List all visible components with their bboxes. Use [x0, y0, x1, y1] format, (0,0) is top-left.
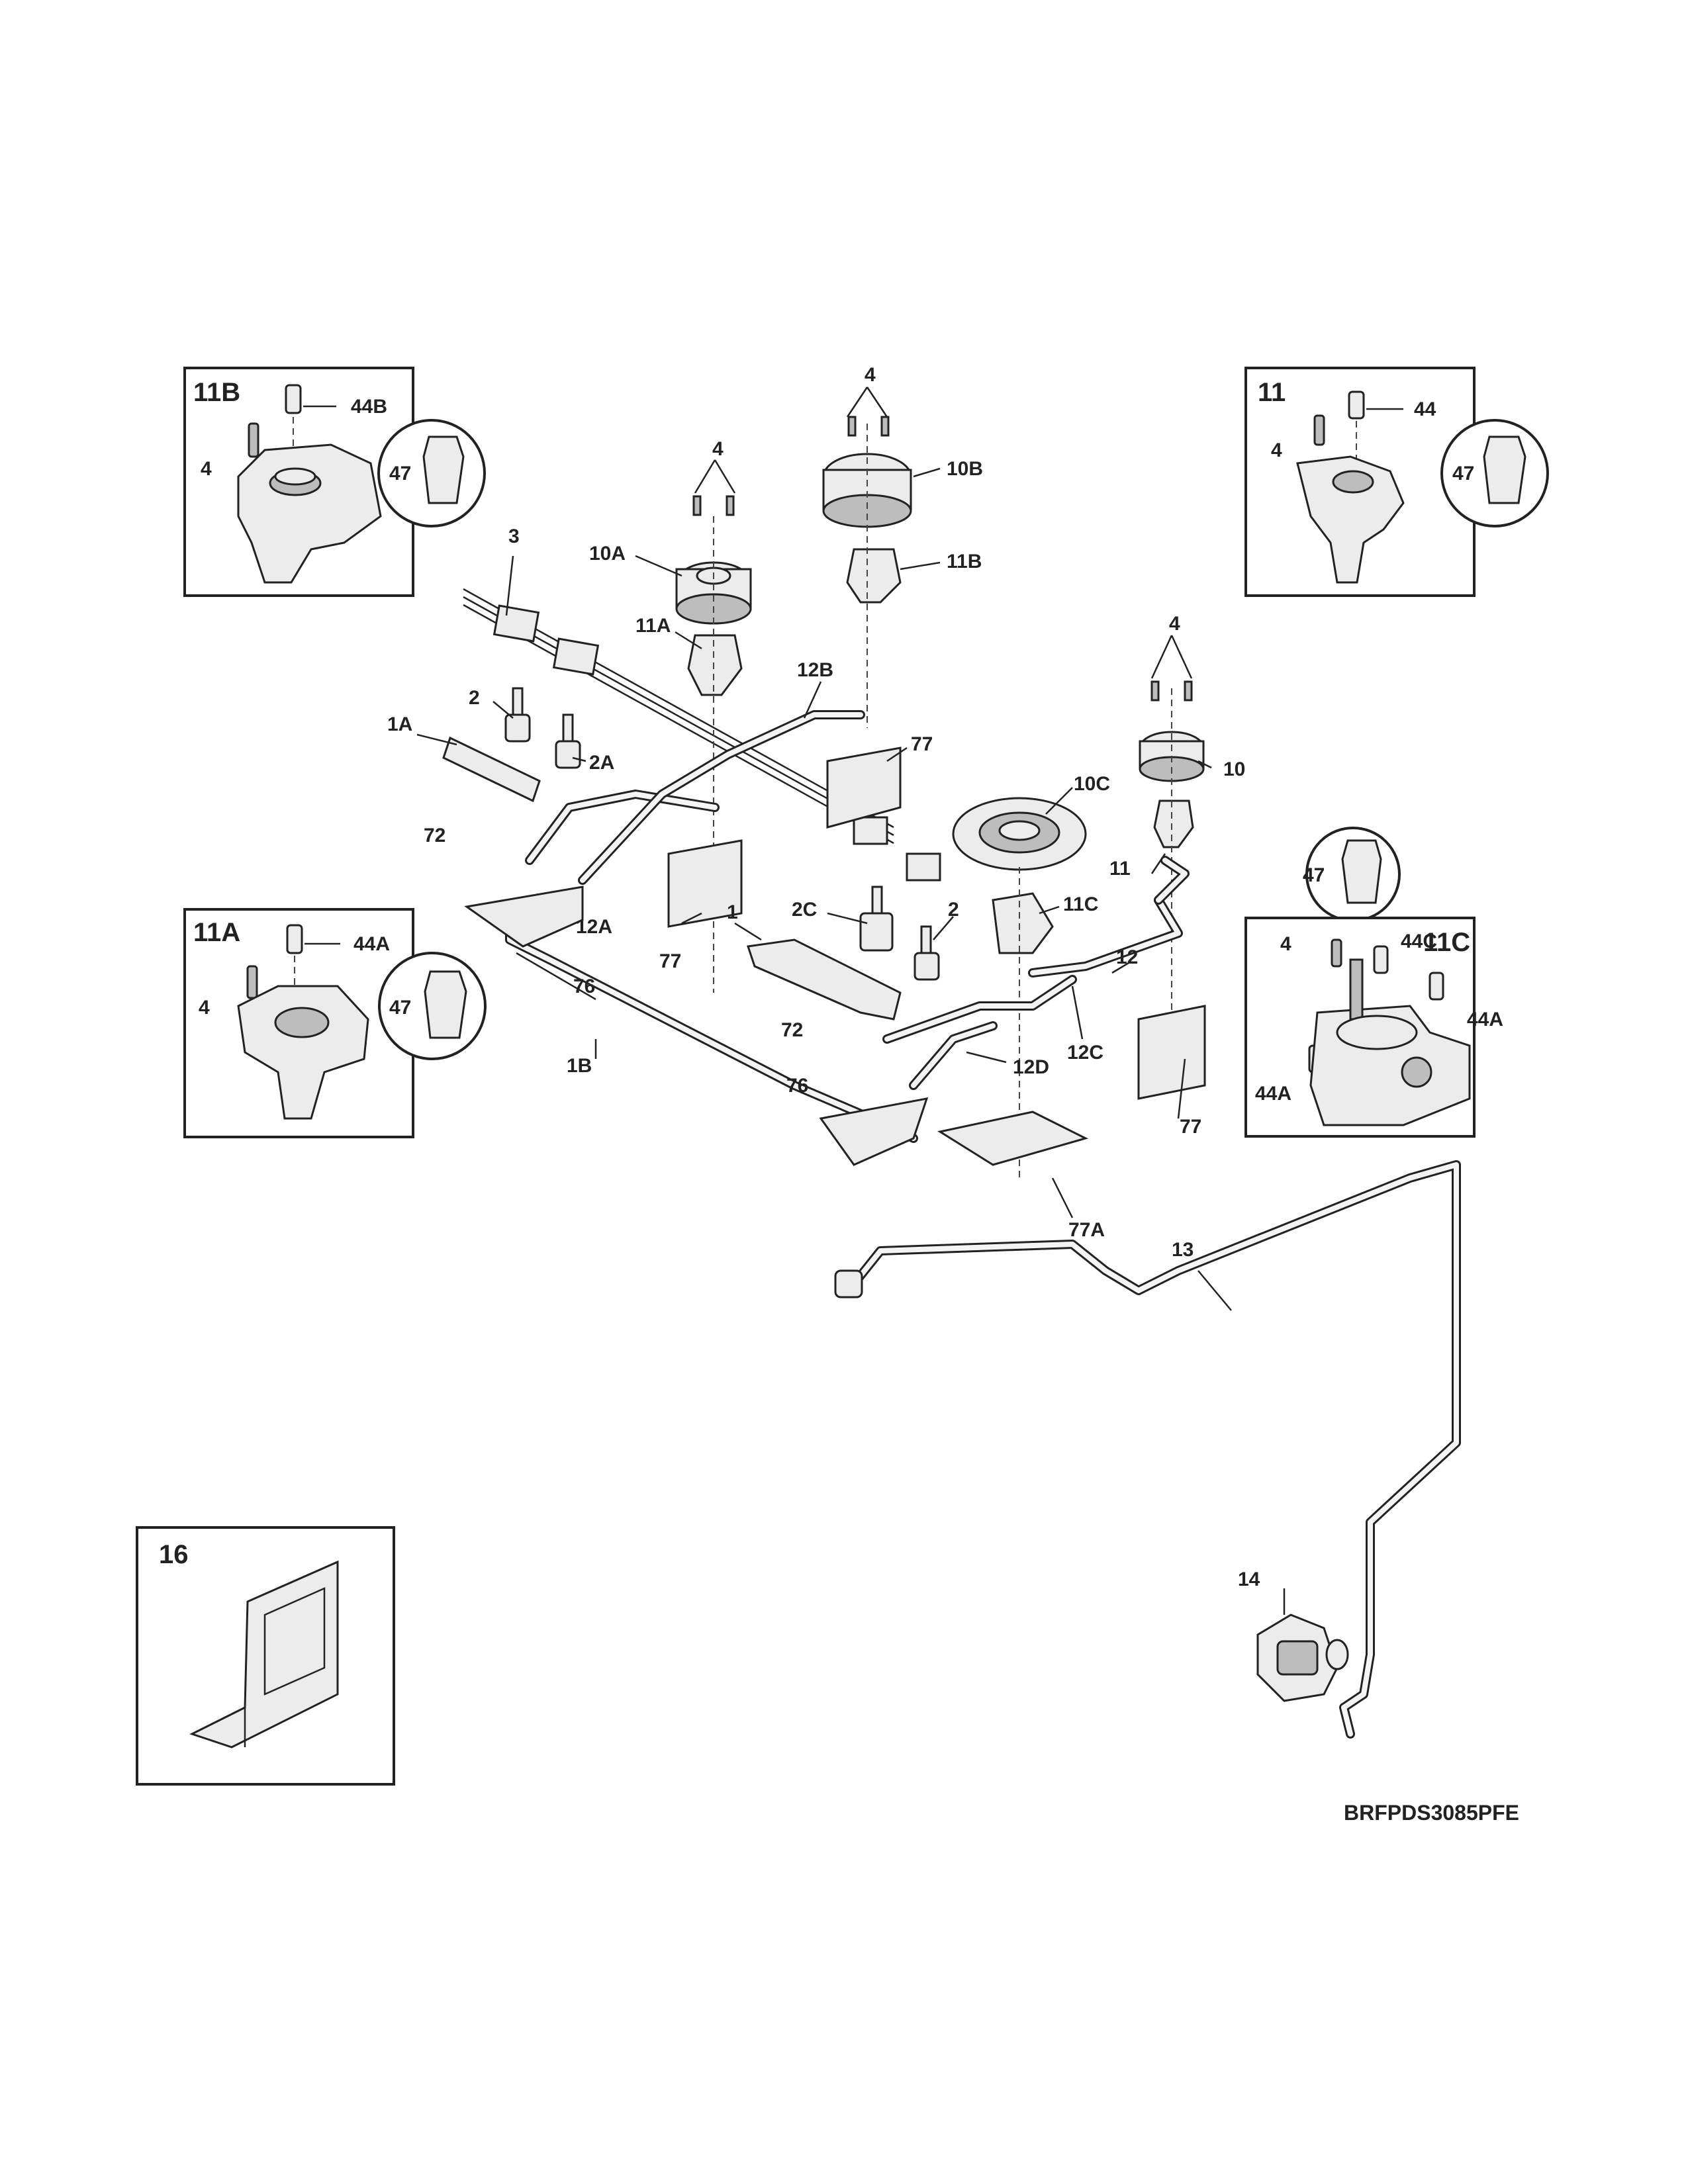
inset-11-circle-label: 47	[1452, 463, 1474, 484]
inset-11: 11 44 4 47	[1244, 367, 1549, 597]
inset-11A-screw-label: 4	[199, 997, 210, 1019]
callout-12D: 12D	[1013, 1056, 1049, 1078]
callout-12A: 12A	[576, 916, 612, 938]
burner-10A	[675, 516, 752, 993]
callout-10A: 10A	[589, 543, 626, 565]
inset-11C-cap-c-label: 44C	[1401, 931, 1437, 952]
burner-10C	[952, 797, 1087, 1178]
inset-11A-cap-label: 44A	[353, 933, 390, 955]
inset-11-screw	[1313, 414, 1325, 446]
inset-11A: 11A 44A 4 47	[183, 908, 487, 1138]
callout-77A: 77A	[1068, 1219, 1105, 1241]
inset-11C-cap-c	[1373, 945, 1389, 974]
bracket-77-top	[826, 747, 902, 829]
bracket-77-right	[1137, 1005, 1206, 1100]
inset-11B-orifice	[422, 435, 465, 504]
inset-11C-title: 11C	[1423, 928, 1470, 957]
inset-11-cap	[1348, 390, 1365, 420]
callout-14: 14	[1238, 1569, 1260, 1590]
callout-1A: 1A	[387, 713, 412, 735]
callout-10C: 10C	[1074, 773, 1110, 795]
burner-10B	[822, 424, 912, 728]
burner-10	[1139, 688, 1205, 1032]
inset-11C-screw-label: 4	[1280, 933, 1291, 955]
callout-11A: 11A	[635, 615, 671, 637]
leaders	[416, 387, 1286, 1615]
inset-16: 16	[136, 1526, 395, 1786]
callout-11C: 11C	[1063, 893, 1098, 915]
callout-10: 10	[1223, 758, 1245, 780]
inset-11-burner-base	[1296, 455, 1405, 584]
callout-3: 3	[508, 525, 520, 547]
callout-77-right: 77	[1180, 1116, 1201, 1138]
bracket-77-mid	[667, 839, 743, 928]
inset-11B-cap	[285, 384, 302, 414]
manifold-1A	[442, 736, 541, 803]
bracket-77A	[937, 1111, 1089, 1166]
callout-12C: 12C	[1067, 1042, 1103, 1064]
wire-harness-3	[463, 588, 941, 882]
inset-11A-burner-base	[237, 985, 369, 1120]
inset-11B-title: 11B	[193, 378, 240, 407]
manifold-1	[747, 938, 902, 1021]
gas-tubes	[505, 710, 1461, 1739]
inset-11-cap-label: 44	[1414, 398, 1436, 420]
callout-2-left: 2	[469, 687, 480, 709]
inset-11A-title: 11A	[193, 918, 240, 947]
callout-labels: 4 4 4 10A 10B 11B 11A 3 12B 2 2A 1A 72 7…	[387, 364, 1260, 1590]
bracket-76-left	[464, 886, 584, 948]
callout-4-left: 4	[712, 438, 724, 460]
callout-76-left: 76	[573, 976, 595, 997]
callout-77-top: 77	[911, 733, 933, 755]
inset-11C-cap-a1	[1429, 972, 1444, 1001]
callout-72-mid: 72	[781, 1019, 803, 1041]
callout-2-right: 2	[948, 899, 959, 921]
callout-77-mid: 77	[659, 950, 681, 972]
diagram-code: BRFPDS3085PFE	[1344, 1801, 1519, 1825]
inset-11C-orifice	[1341, 839, 1382, 904]
inset-11C-cap-a2-label: 44A	[1255, 1083, 1291, 1105]
callout-4-right: 4	[1169, 613, 1180, 635]
callout-1: 1	[727, 901, 738, 923]
inset-16-title: 16	[159, 1540, 189, 1569]
callout-76-bottom: 76	[786, 1075, 808, 1097]
callout-1B: 1B	[567, 1055, 592, 1077]
inset-11B-cap-label: 44B	[351, 396, 387, 418]
inset-11B-circle-label: 47	[389, 463, 411, 484]
callout-11B: 11B	[947, 551, 982, 572]
callout-11: 11	[1109, 858, 1131, 880]
inset-11C-cap-a1-label: 44A	[1467, 1009, 1503, 1030]
valves	[504, 687, 940, 981]
callout-10B: 10B	[947, 458, 983, 480]
inset-11B-screw	[248, 422, 259, 458]
inset-11A-orifice	[424, 970, 467, 1039]
inset-11B-screw-label: 4	[201, 458, 212, 480]
inset-11A-screw	[246, 965, 258, 999]
callout-12: 12	[1116, 946, 1138, 968]
inset-11C: 47 11C 4 44C 44A 44A	[1244, 827, 1503, 1138]
callout-13: 13	[1172, 1239, 1194, 1261]
inset-11-screw-label: 4	[1271, 439, 1282, 461]
inset-11B: 11B 44B 4 47	[183, 367, 486, 597]
inset-11-orifice	[1483, 435, 1526, 504]
bracket-76-bottom	[819, 1097, 929, 1166]
screws-4	[692, 416, 1193, 702]
callout-4-mid: 4	[865, 364, 876, 386]
inset-11A-circle-label: 47	[389, 997, 411, 1019]
inset-11A-cap	[286, 924, 303, 954]
regulator-14	[1256, 1614, 1349, 1702]
inset-11C-screw	[1331, 938, 1342, 968]
callout-2A: 2A	[589, 752, 614, 774]
inset-11C-circle-label: 47	[1303, 864, 1325, 886]
main-assembly: 4 4 4 10A 10B 11B 11A 3 12B 2 2A 1A 72 7…	[387, 364, 1461, 1739]
inset-11-title: 11	[1258, 378, 1286, 407]
callout-72-left: 72	[424, 825, 445, 846]
callout-12B: 12B	[797, 659, 833, 681]
callout-2C: 2C	[792, 899, 817, 921]
